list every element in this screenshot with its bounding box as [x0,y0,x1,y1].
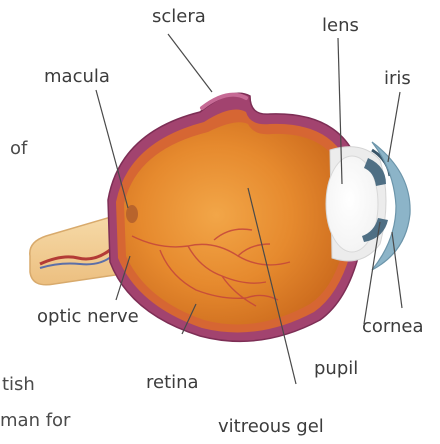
label-lens: lens [322,15,359,36]
leader-sclera [168,34,212,92]
label-iris: iris [384,68,411,89]
label-sclera: sclera [152,6,206,27]
leader-iris [388,92,400,162]
label-macula: macula [44,66,110,87]
text-fragment-3: man for [0,410,70,431]
text-fragment-1: of [10,138,27,159]
label-optic-nerve: optic nerve [37,306,139,327]
text-fragment-2: tish [2,374,35,395]
label-vitreous-gel: vitreous gel [218,416,324,437]
label-retina: retina [146,372,199,393]
label-pupil: pupil [314,358,358,379]
label-cornea: cornea [362,316,424,337]
